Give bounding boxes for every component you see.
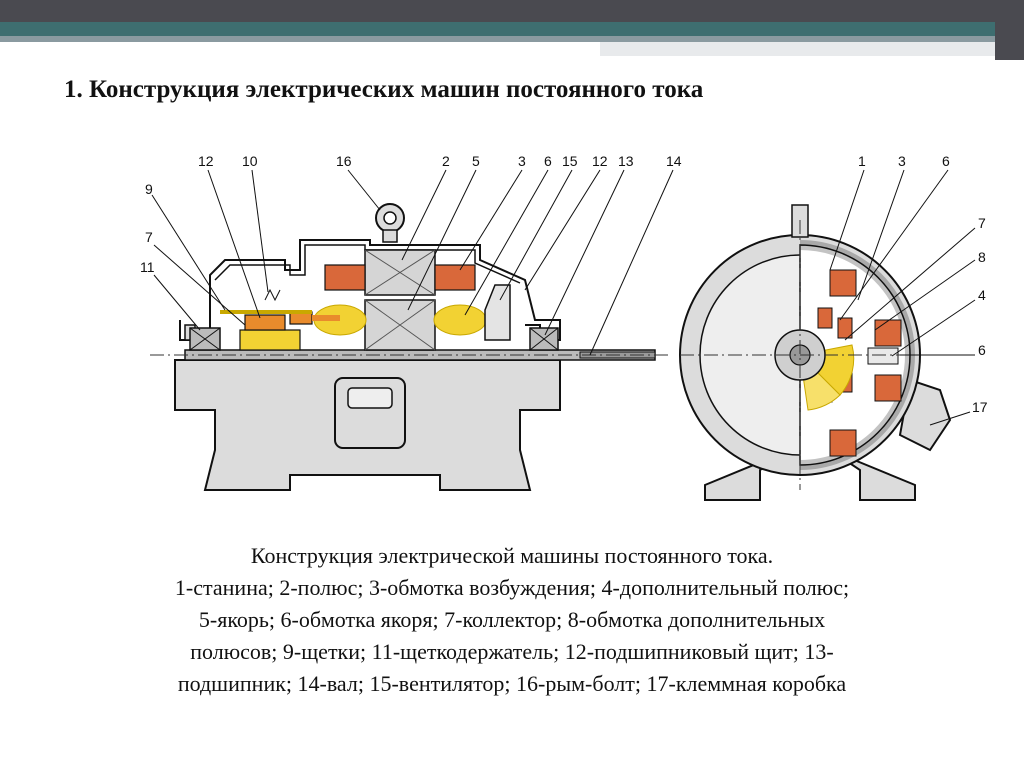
front-label-6b: 6 — [978, 342, 986, 358]
label-3: 3 — [518, 153, 526, 169]
label-14: 14 — [666, 153, 682, 169]
front-label-4: 4 — [978, 287, 986, 303]
front-label-3: 3 — [898, 153, 906, 169]
label-5: 5 — [472, 153, 480, 169]
caption-line-4: полюсов; 9-щетки; 11-щеткодержатель; 12-… — [190, 639, 834, 664]
label-10: 10 — [242, 153, 258, 169]
caption-line-5: подшипник; 14-вал; 15-вентилятор; 16-рым… — [177, 671, 847, 696]
label-6: 6 — [544, 153, 552, 169]
front-label-1: 1 — [858, 153, 866, 169]
caption-line-3: 5-якорь; 6-обмотка якоря; 7-коллектор; 8… — [198, 607, 826, 632]
label-7: 7 — [145, 229, 153, 245]
label-16: 16 — [336, 153, 352, 169]
front-label-7: 7 — [978, 215, 986, 231]
front-view: 1 3 6 7 8 4 6 17 — [679, 153, 988, 501]
label-12a: 12 — [198, 153, 214, 169]
caption-line-2: 1-станина; 2-полюс; 3-обмотка возбуждени… — [174, 575, 850, 600]
slide-title: 1. Конструкция электрических машин посто… — [64, 76, 704, 103]
label-13: 13 — [618, 153, 634, 169]
label-11: 11 — [140, 259, 155, 275]
caption-line-1: Конструкция электрической машины постоян… — [250, 543, 774, 568]
dc-machine-diagram: 12 10 9 7 11 16 2 5 3 6 15 12 13 14 — [140, 153, 988, 501]
figure-caption: Конструкция электрической машины постоян… — [60, 540, 964, 700]
front-label-17: 17 — [972, 399, 988, 415]
top-decorative-bar — [0, 0, 1024, 60]
label-9: 9 — [145, 181, 153, 197]
side-view: 12 10 9 7 11 16 2 5 3 6 15 12 13 14 — [140, 153, 682, 491]
label-15: 15 — [562, 153, 578, 169]
label-12b: 12 — [592, 153, 608, 169]
label-2: 2 — [442, 153, 450, 169]
front-label-8: 8 — [978, 249, 986, 265]
front-label-6a: 6 — [942, 153, 950, 169]
